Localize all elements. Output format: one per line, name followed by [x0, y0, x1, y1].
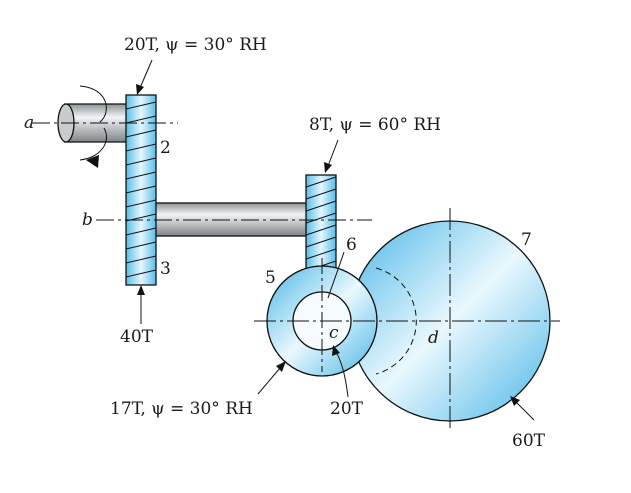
shaft-b-label: b [82, 210, 93, 230]
leader-arrows [136, 59, 535, 421]
helical-tooth-line [305, 236, 337, 248]
gear-number-6: 6 [346, 235, 357, 255]
helical-tooth-line [305, 248, 337, 260]
shaft-a-label: a [24, 113, 34, 133]
rotation-arrow-icon [79, 85, 107, 168]
gear7-teeth-label: 60T [512, 431, 546, 451]
helical-tooth-line [125, 227, 157, 236]
gear-4 [305, 174, 337, 275]
gear-number-7: 7 [521, 230, 532, 250]
helical-tooth-line [305, 224, 337, 236]
gear-2-3-stack [125, 94, 157, 286]
helical-tooth-line [305, 188, 337, 200]
helical-tooth-line [125, 157, 157, 166]
helical-tooth-line [125, 129, 157, 138]
helical-tooth-line [125, 255, 157, 264]
helical-tooth-line [305, 200, 337, 212]
gear6-teeth-label: 20T [330, 399, 364, 419]
gear-number-2: 2 [160, 138, 171, 158]
gear-number-3: 3 [160, 259, 171, 279]
gear2-spec-label: 20T, ψ = 30° RH [124, 35, 267, 55]
helical-tooth-line [125, 101, 157, 110]
helical-tooth-line [125, 115, 157, 124]
helical-tooth-line [125, 269, 157, 278]
gear3-teeth-label: 40T [120, 327, 154, 347]
gear5-spec-label: 17T, ψ = 30° RH [110, 399, 253, 419]
helical-tooth-line [305, 212, 337, 224]
gear4-spec-label: 8T, ψ = 60° RH [309, 115, 441, 135]
helical-tooth-line [125, 241, 157, 250]
gear-number-5: 5 [265, 268, 276, 288]
axis-c-label: c [329, 323, 339, 343]
helical-tooth-line [125, 185, 157, 194]
helical-tooth-line [125, 143, 157, 152]
helical-tooth-line [125, 171, 157, 180]
labels: 20T, ψ = 30° RH 8T, ψ = 60° RH 40T 17T, … [24, 35, 546, 451]
helical-tooth-line [305, 176, 337, 188]
axis-d-label: d [428, 328, 439, 348]
helical-tooth-line [125, 199, 157, 208]
center-lines [32, 122, 560, 432]
